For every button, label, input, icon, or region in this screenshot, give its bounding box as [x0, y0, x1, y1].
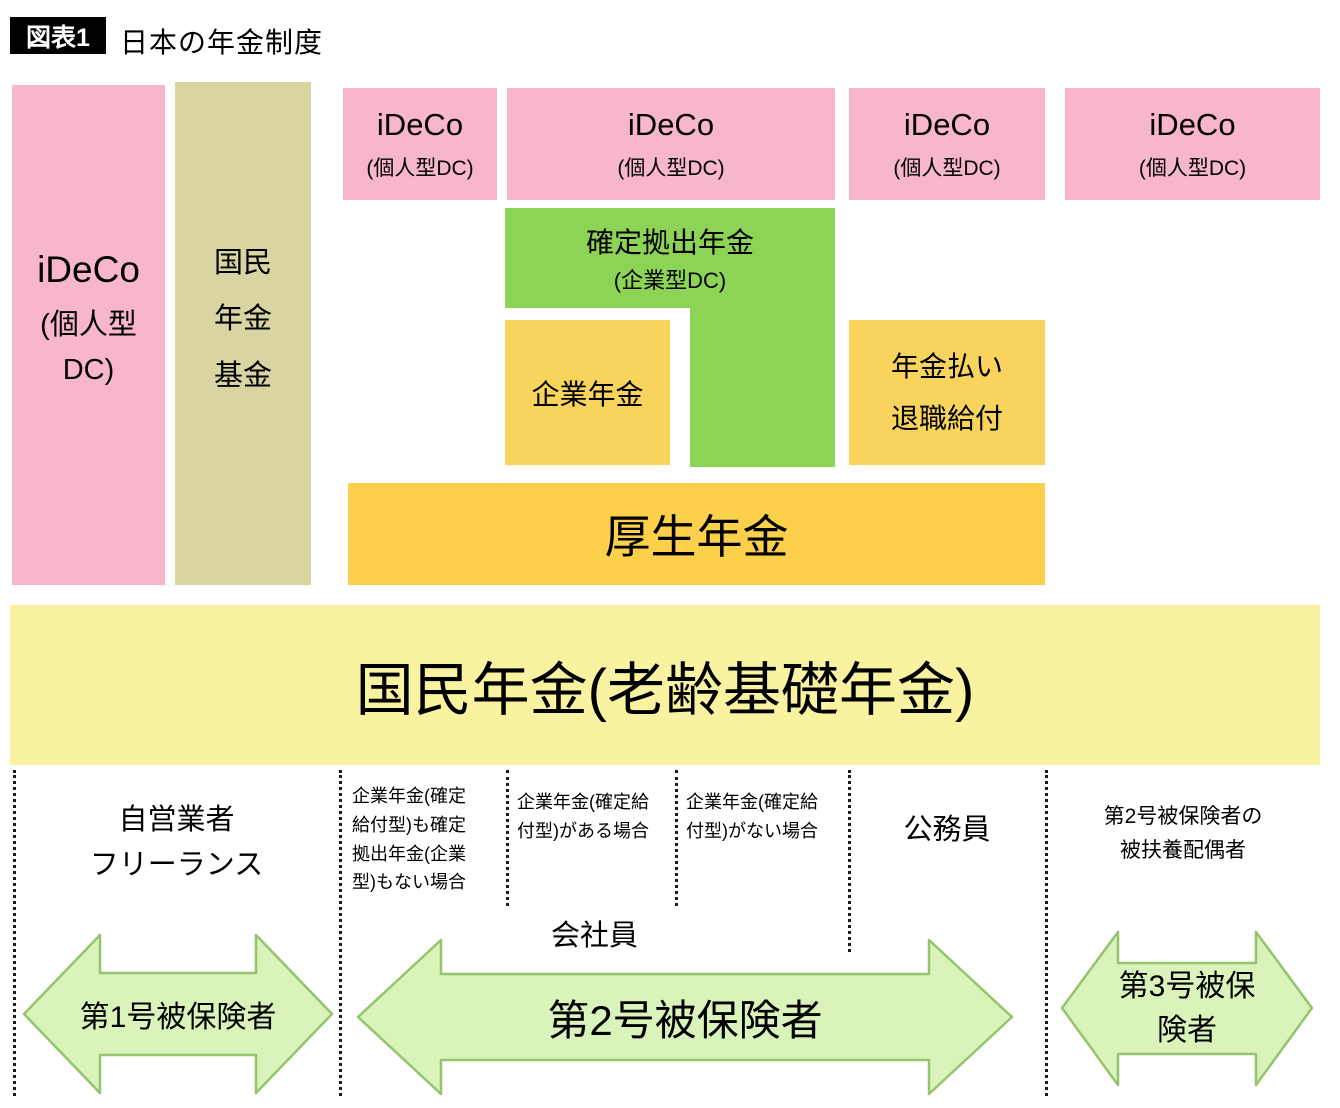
ideco-box-1-label: iDeCo	[376, 106, 464, 142]
divider-dotted-2	[339, 770, 342, 1096]
ideco-box-3: iDeCo (個人型DC)	[849, 88, 1045, 200]
diagram-title: 日本の年金制度	[120, 27, 324, 58]
ideco-box-1-sublabel: (個人型DC)	[366, 156, 474, 180]
category-self-employed: 自営業者 フリーランス	[89, 804, 264, 881]
ideco-box-2-sublabel: (個人型DC)	[617, 156, 725, 180]
ideco-box-3-label: iDeCo	[903, 106, 991, 142]
ideco-box-4-sublabel: (個人型DC)	[1138, 156, 1247, 180]
insured-class2-label: 第2号被保険者	[547, 996, 823, 1044]
national-pension-base-box: 国民年金(老齢基礎年金)	[10, 605, 1320, 765]
category-dependent-spouse: 第2号被保険者の 被扶養配偶者	[1103, 805, 1263, 863]
divider-dotted-4	[675, 770, 678, 906]
figure-number-tag: 図表1	[10, 17, 106, 54]
ideco-box-3-sublabel: (個人型DC)	[893, 156, 1001, 180]
corporate-pension-box: 企業年金	[505, 320, 670, 465]
corporate-dc-label: 確定拠出年金	[585, 227, 754, 258]
double-arrow-icon	[1060, 930, 1314, 1087]
category-company-employee: 会社員	[550, 920, 638, 952]
insured-class3-label: 第3号被保 険者	[1118, 970, 1256, 1047]
ideco-box-4-label: iDeCo	[1149, 106, 1236, 142]
insured-class3-arrow: 第3号被保 険者	[1060, 930, 1314, 1087]
insured-class1-label: 第1号被保険者	[79, 1001, 277, 1034]
ideco-box-1: iDeCo (個人型DC)	[343, 88, 497, 200]
divider-dotted-1	[13, 770, 16, 1096]
category-with-db: 企業年金(確定給 付型)がある場合	[517, 792, 649, 841]
ideco-personal-dc-pillar: iDeCo (個人型 DC)	[12, 85, 165, 585]
double-arrow-icon	[22, 933, 334, 1095]
category-no-db-no-dc: 企業年金(確定 給付型)も確定 拠出年金(企業 型)もない場合	[352, 786, 466, 893]
divider-dotted-6	[1045, 770, 1048, 1096]
insured-class2-arrow: 第2号被保険者	[356, 938, 1014, 1096]
retirement-benefit-box: 年金払い 退職給付	[849, 320, 1045, 465]
insured-class1-arrow: 第1号被保険者	[22, 933, 334, 1095]
ideco-box-2-label: iDeCo	[627, 106, 715, 142]
corporate-dc-sublabel: (企業型DC)	[613, 268, 727, 293]
employees-pension-box: 厚生年金	[348, 483, 1045, 585]
ideco-pillar-label: iDeCo	[37, 249, 140, 291]
category-without-db: 企業年金(確定給 付型)がない場合	[686, 792, 818, 841]
ideco-pillar-sublabel: (個人型 DC)	[40, 309, 137, 386]
double-arrow-icon	[356, 938, 1014, 1096]
national-pension-fund-pillar: 国民 年金 基金	[175, 82, 311, 585]
corporate-dc-column	[690, 306, 835, 467]
divider-dotted-3	[506, 770, 509, 906]
ideco-box-2: iDeCo (個人型DC)	[507, 88, 835, 200]
category-public-servant: 公務員	[903, 814, 991, 846]
divider-dotted-5	[848, 770, 851, 952]
corporate-dc-box: 確定拠出年金 (企業型DC)	[505, 208, 835, 308]
ideco-box-4: iDeCo (個人型DC)	[1065, 88, 1320, 200]
